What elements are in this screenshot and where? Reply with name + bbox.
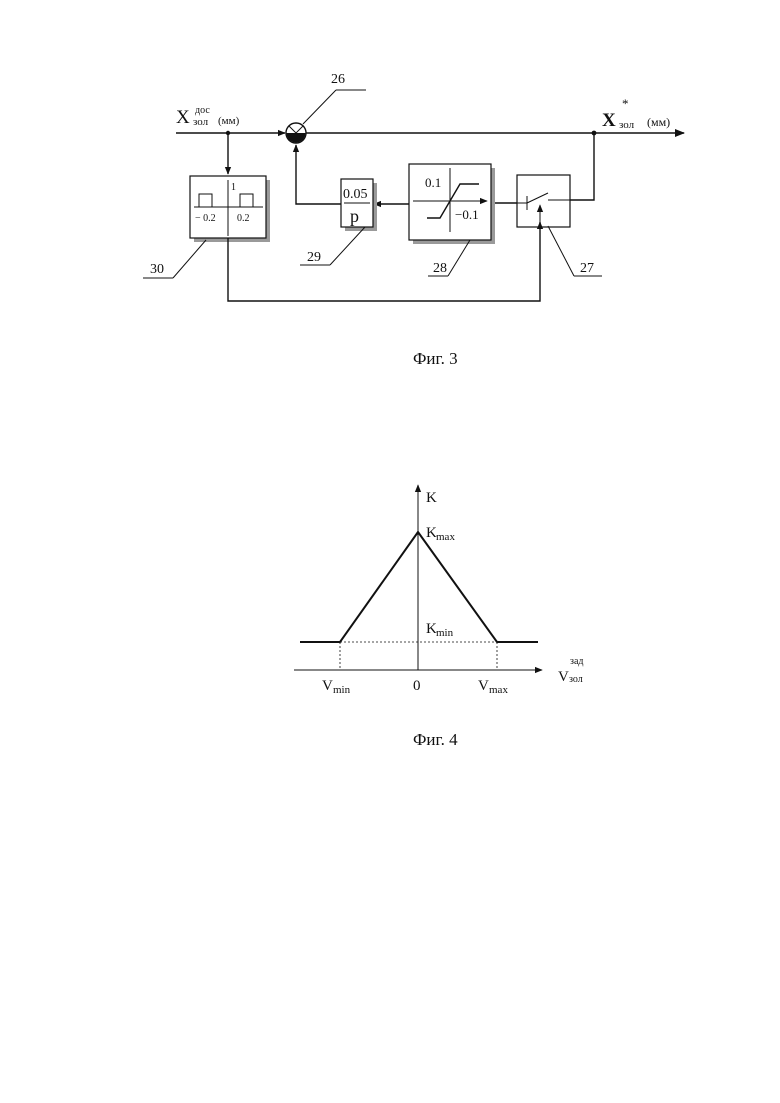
svg-text:0.05: 0.05 <box>343 187 368 202</box>
label-29: 29 <box>307 250 321 265</box>
svg-text:− 0.2: − 0.2 <box>195 213 216 224</box>
svg-text:0.1: 0.1 <box>425 175 441 190</box>
integrator-block-29: 0.05 p <box>341 179 377 231</box>
svg-text:−0.1: −0.1 <box>455 207 479 222</box>
x-axis-label: V зад зол <box>558 656 583 685</box>
label-30: 30 <box>150 262 164 277</box>
limiter-block-28: 0.1 −0.1 <box>409 164 495 244</box>
kmax-label: K max <box>426 525 455 543</box>
svg-text:зад: зад <box>570 656 583 667</box>
figure-3-caption: Фиг. 3 <box>413 349 458 368</box>
figure-3-block-diagram: X дос зол (мм) X * зол (мм) 26 <box>143 72 684 368</box>
svg-text:X: X <box>176 107 190 128</box>
figure-4-chart: K K max K min V min 0 V max V зад зол Фи… <box>294 485 583 749</box>
label-26-leader <box>303 90 336 124</box>
summing-junction-26 <box>286 123 306 143</box>
kmin-label: K min <box>426 621 454 639</box>
svg-text:min: min <box>333 684 351 696</box>
svg-text:*: * <box>622 96 629 111</box>
vmin-tick-label: V min <box>322 678 351 696</box>
label-29-leader <box>330 227 365 265</box>
figure-4-caption: Фиг. 4 <box>413 730 458 749</box>
label-28: 28 <box>433 261 447 276</box>
relay-block-30: 1 − 0.2 0.2 <box>190 176 270 242</box>
label-26: 26 <box>331 72 345 87</box>
svg-text:0.2: 0.2 <box>237 213 250 224</box>
svg-text:зол: зол <box>193 116 209 128</box>
vmax-tick-label: V max <box>478 678 508 696</box>
output-signal-label: X * зол (мм) <box>602 96 670 131</box>
svg-text:1: 1 <box>231 182 236 193</box>
label-27-leader <box>548 226 574 276</box>
svg-text:V: V <box>322 678 333 694</box>
switch-block-27 <box>517 175 570 227</box>
label-27: 27 <box>580 261 594 276</box>
svg-text:X: X <box>602 110 616 131</box>
k-characteristic-line <box>300 532 538 642</box>
input-signal-label: X дос зол (мм) <box>176 105 240 128</box>
svg-text:дос: дос <box>195 105 210 116</box>
svg-text:(мм): (мм) <box>647 115 670 129</box>
svg-text:(мм): (мм) <box>218 115 240 127</box>
integrator-feedback-line <box>296 145 341 204</box>
svg-text:max: max <box>436 531 455 543</box>
feedback-to-switch <box>570 133 594 200</box>
svg-text:V: V <box>478 678 489 694</box>
zero-tick-label: 0 <box>413 678 421 694</box>
svg-text:min: min <box>436 627 454 639</box>
svg-text:V: V <box>558 669 569 685</box>
svg-text:зол: зол <box>619 119 635 131</box>
svg-text:p: p <box>350 206 359 226</box>
label-30-leader <box>173 240 206 278</box>
svg-text:max: max <box>489 684 508 696</box>
y-axis-label: K <box>426 490 437 506</box>
svg-text:зол: зол <box>569 674 583 685</box>
label-28-leader <box>448 240 470 276</box>
